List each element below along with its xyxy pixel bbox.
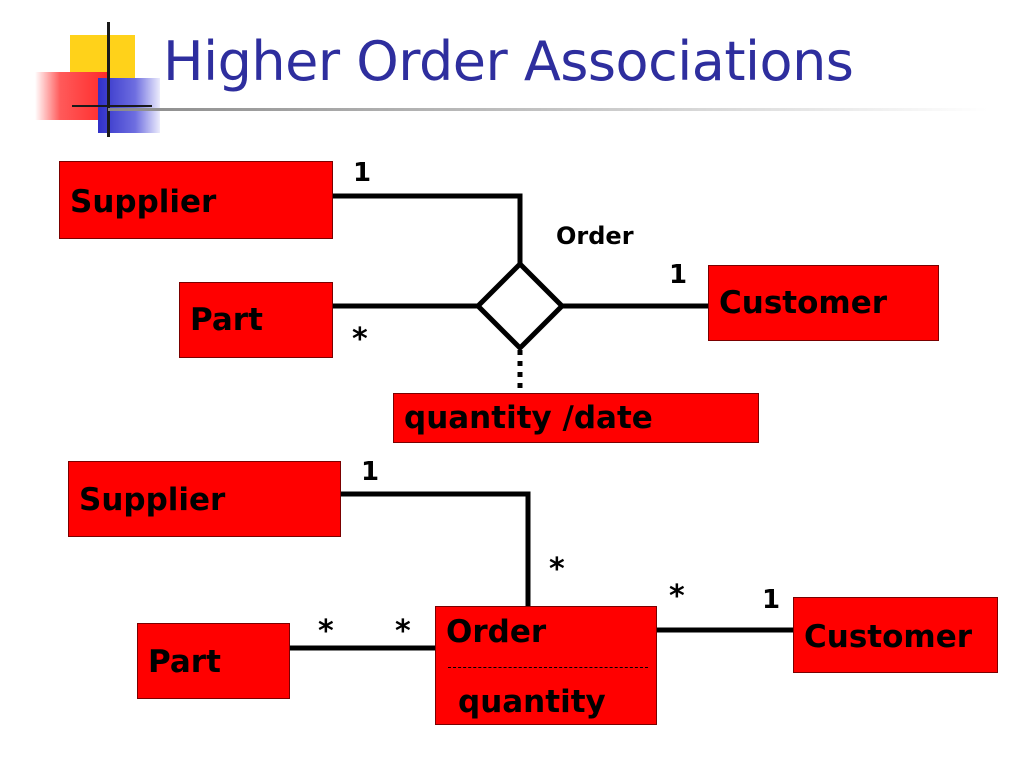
association-attribute-box: quantity /date	[393, 393, 759, 443]
association-attribute-label: quantity /date	[404, 400, 653, 436]
multiplicity-supplier-order-end: *	[549, 552, 565, 587]
multiplicity-part: *	[352, 322, 368, 357]
multiplicity-customer-order-end: *	[669, 579, 685, 614]
supplier-class-label-2: Supplier	[79, 482, 226, 518]
part-class-box: Part	[179, 282, 333, 358]
customer-class-label-2: Customer	[804, 619, 973, 655]
supplier-order-line	[341, 491, 531, 606]
part-class-label: Part	[190, 302, 263, 338]
supplier-class-box: Supplier	[59, 161, 333, 239]
order-class-box: Order quantity	[435, 606, 657, 725]
multiplicity-part-end: *	[318, 614, 334, 649]
logo-vertical-line	[107, 22, 110, 137]
order-attribute-label: quantity	[458, 684, 606, 720]
slide-title: Higher Order Associations	[163, 30, 854, 93]
multiplicity-part-order-end: *	[395, 614, 411, 649]
order-class-label: Order	[446, 614, 547, 650]
association-diamond	[474, 260, 566, 352]
multiplicity-supplier-end: 1	[361, 457, 380, 487]
association-name-label: Order	[556, 222, 634, 250]
logo-horizontal-line	[72, 105, 152, 107]
multiplicity-supplier: 1	[353, 158, 372, 188]
part-class-box-2: Part	[137, 623, 290, 699]
multiplicity-customer-end: 1	[762, 585, 781, 615]
supplier-class-box-2: Supplier	[68, 461, 341, 537]
customer-class-label: Customer	[719, 285, 888, 321]
supplier-association-line	[333, 193, 523, 264]
part-class-label-2: Part	[148, 644, 221, 680]
logo-red-square	[35, 72, 107, 120]
order-attribute-separator	[448, 667, 648, 668]
customer-class-box: Customer	[708, 265, 939, 341]
customer-class-box-2: Customer	[793, 597, 998, 673]
title-underline	[108, 108, 988, 111]
supplier-class-label: Supplier	[70, 184, 217, 220]
multiplicity-customer: 1	[669, 260, 688, 290]
